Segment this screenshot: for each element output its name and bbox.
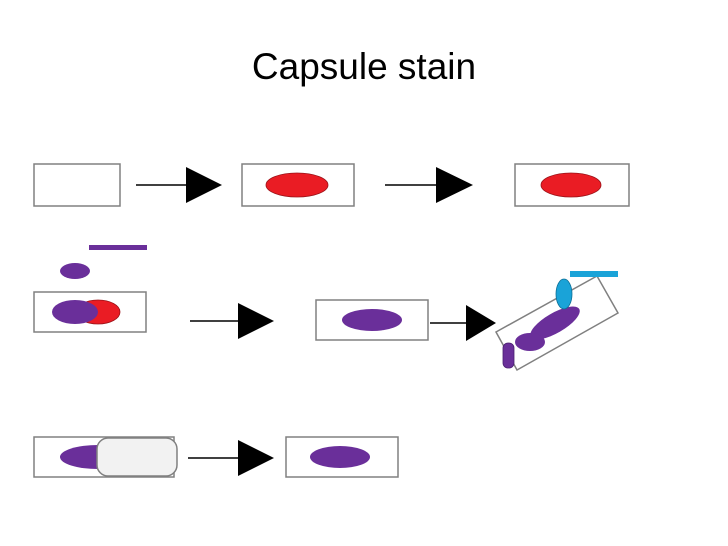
arrow-4: [430, 305, 496, 341]
dried-red-smear: [540, 172, 602, 198]
water-drop: [555, 278, 573, 310]
slide-blank: [33, 163, 121, 207]
arrow-5: [188, 440, 274, 476]
final-purple-smear: [310, 446, 370, 468]
arrow-1: [136, 167, 222, 203]
tilted-purple-smear: [530, 306, 580, 340]
purple-stain-over-smear: [52, 300, 98, 324]
slide-title: Capsule stain: [251, 46, 477, 87]
arrow-3: [190, 303, 274, 339]
runoff-drop: [515, 333, 545, 351]
coverslip: [96, 437, 178, 477]
red-smear: [265, 172, 329, 198]
wash-bottle-bar: [570, 271, 618, 277]
spreader-bar: [89, 245, 147, 250]
arrow-2: [385, 167, 473, 203]
crystal-violet-drop: [60, 263, 90, 279]
purple-smear: [342, 309, 402, 331]
runoff-drip: [502, 342, 515, 369]
